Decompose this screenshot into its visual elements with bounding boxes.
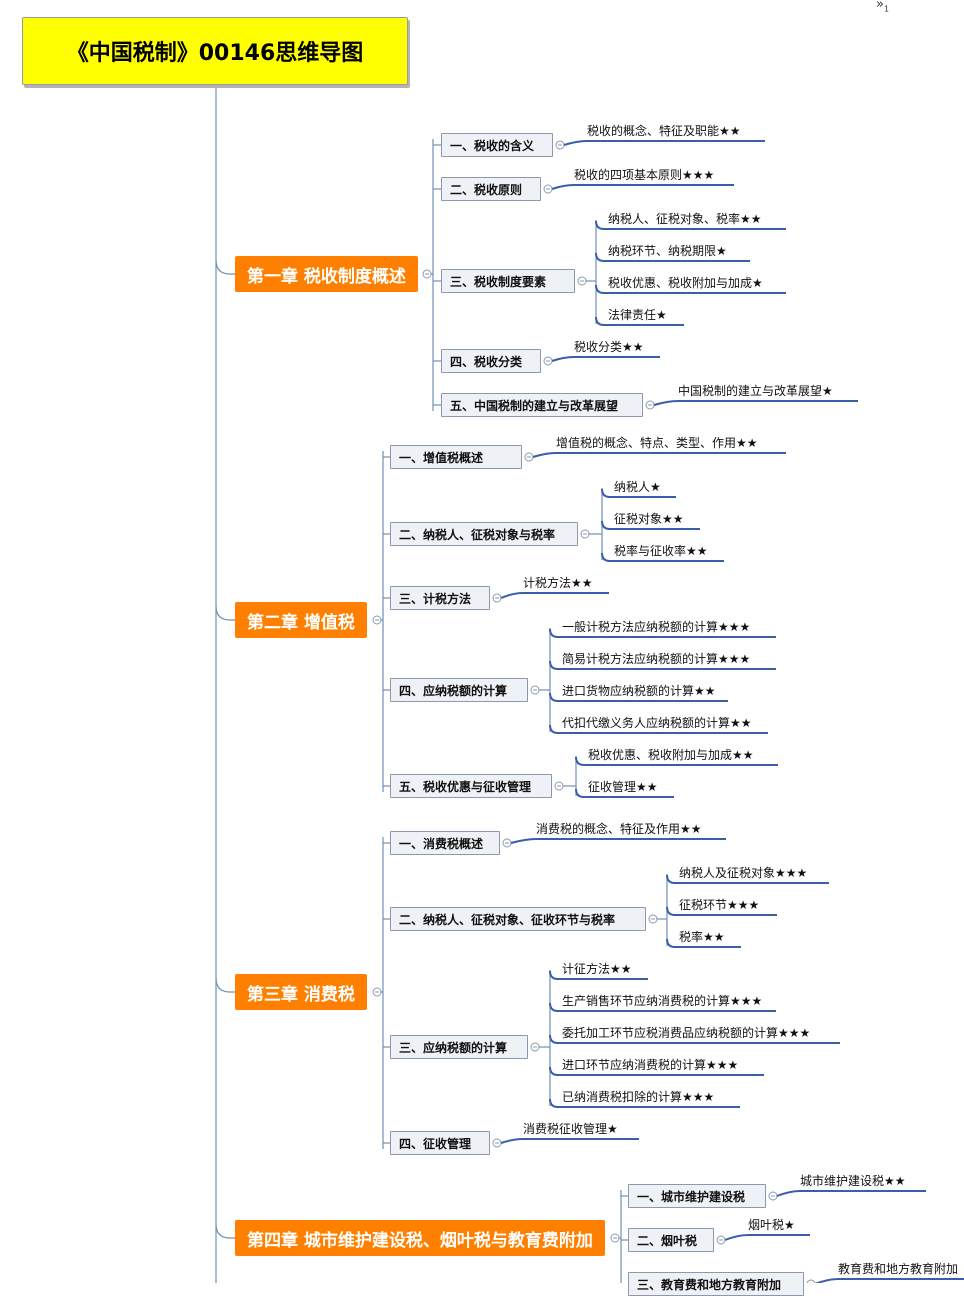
- leaf-underline: [549, 970, 648, 980]
- topic-leaf[interactable]: 计税方法★★: [523, 576, 593, 590]
- section-node[interactable]: 三、税收制度要素: [441, 269, 575, 293]
- leaf-underline: [549, 660, 776, 670]
- topic-leaf[interactable]: 纳税人、征税对象、税率★★: [608, 212, 762, 226]
- leaf-underline: [595, 220, 786, 230]
- chapter-connector: [215, 259, 235, 275]
- leaf-underline: [549, 1066, 764, 1076]
- topic-leaf[interactable]: 税收分类★★: [574, 340, 644, 354]
- topic-leaf[interactable]: 纳税人及征税对象★★★: [679, 866, 808, 880]
- chapter-connector: [215, 977, 235, 993]
- section-node[interactable]: 五、税收优惠与征收管理: [390, 774, 552, 798]
- topic-leaf[interactable]: 征收管理★★: [588, 780, 658, 794]
- topic-leaf[interactable]: 消费税征收管理★: [523, 1122, 618, 1136]
- topic-leaf[interactable]: 税收优惠、税收附加与加成★: [608, 276, 763, 290]
- section-node[interactable]: 一、税收的含义: [441, 133, 553, 157]
- leaf-underline: [549, 692, 728, 702]
- section-node[interactable]: 二、纳税人、征税对象、征收环节与税率: [390, 907, 646, 931]
- topic-leaf[interactable]: 征税对象★★: [614, 512, 684, 526]
- topic-leaf[interactable]: 法律责任★: [608, 308, 667, 322]
- collapse-icon[interactable]: [806, 1279, 816, 1283]
- leaf-underline: [666, 874, 829, 884]
- chapter-node[interactable]: 第二章 增值税: [235, 602, 367, 638]
- leaf-underline: [595, 316, 684, 326]
- leaf-underline: [724, 1234, 810, 1241]
- leaf-underline: [575, 756, 778, 766]
- topic-leaf[interactable]: 生产销售环节应纳消费税的计算★★★: [562, 994, 763, 1008]
- topic-leaf[interactable]: 中国税制的建立与改革展望★: [678, 384, 833, 398]
- expand-count: 1: [883, 4, 890, 14]
- topic-leaf[interactable]: 税收的概念、特征及职能★★: [587, 124, 741, 138]
- topic-leaf[interactable]: 税收的四项基本原则★★★: [574, 168, 715, 182]
- leaf-underline: [549, 1002, 776, 1012]
- section-node[interactable]: 五、中国税制的建立与改革展望: [441, 393, 643, 417]
- section-node[interactable]: 一、城市维护建设税: [628, 1184, 766, 1208]
- section-node[interactable]: 二、烟叶税: [628, 1228, 714, 1252]
- leaf-underline: [510, 838, 726, 844]
- topic-leaf[interactable]: 城市维护建设税★★: [800, 1174, 906, 1188]
- topic-leaf[interactable]: 一般计税方法应纳税额的计算★★★: [562, 620, 751, 634]
- topic-leaf[interactable]: 税率★★: [679, 930, 725, 944]
- expand-indicator[interactable]: »1: [876, 0, 889, 14]
- topic-leaf[interactable]: 纳税环节、纳税期限★: [608, 244, 727, 258]
- section-node[interactable]: 三、计税方法: [390, 586, 490, 610]
- leaf-underline: [776, 1190, 926, 1197]
- leaf-underline: [551, 184, 734, 190]
- leaf-underline: [549, 724, 768, 734]
- leaf-underline: [500, 1138, 639, 1144]
- topic-leaf[interactable]: 代扣代缴义务人应纳税额的计算★★: [562, 716, 752, 730]
- leaf-underline: [549, 1034, 840, 1044]
- section-node[interactable]: 二、纳税人、征税对象与税率: [390, 522, 578, 546]
- section-node[interactable]: 四、税收分类: [441, 349, 541, 373]
- chapter-node[interactable]: 第四章 城市维护建设税、烟叶税与教育费附加: [235, 1220, 605, 1256]
- leaf-underline: [666, 906, 777, 916]
- topic-leaf[interactable]: 消费税的概念、特征及作用★★: [536, 822, 702, 836]
- topic-leaf[interactable]: 进口货物应纳税额的计算★★: [562, 684, 716, 698]
- topic-leaf[interactable]: 税收优惠、税收附加与加成★★: [588, 748, 754, 762]
- topic-leaf[interactable]: 简易计税方法应纳税额的计算★★★: [562, 652, 751, 666]
- leaf-underline: [575, 788, 674, 798]
- chapter-connector: [215, 1223, 235, 1239]
- topic-leaf[interactable]: 税率与征收率★★: [614, 544, 708, 558]
- leaf-underline: [595, 252, 750, 262]
- leaf-underline: [601, 552, 724, 562]
- section-node[interactable]: 一、消费税概述: [390, 831, 500, 855]
- topic-leaf[interactable]: 委托加工环节应税消费品应纳税额的计算★★★: [562, 1026, 811, 1040]
- root-title[interactable]: 《中国税制》00146思维导图: [22, 17, 408, 85]
- leaf-underline: [500, 592, 609, 599]
- chapter-node[interactable]: 第一章 税收制度概述: [235, 256, 418, 292]
- section-node[interactable]: 一、增值税概述: [390, 445, 522, 469]
- leaf-underline: [551, 356, 660, 362]
- leaf-underline: [532, 452, 786, 458]
- topic-leaf[interactable]: 纳税人★: [614, 480, 661, 494]
- topic-leaf[interactable]: 教育费和地方教育附加: [838, 1262, 959, 1276]
- leaf-underline: [563, 140, 765, 146]
- leaf-underline: [666, 938, 741, 948]
- topic-leaf[interactable]: 已纳消费税扣除的计算★★★: [562, 1090, 715, 1104]
- expand-arrow-icon: »: [876, 0, 884, 12]
- chapter-connector: [215, 605, 235, 621]
- section-node[interactable]: 四、应纳税额的计算: [390, 678, 528, 702]
- topic-leaf[interactable]: 征税环节★★★: [679, 898, 760, 912]
- leaf-underline: [653, 400, 858, 406]
- section-node[interactable]: 三、应纳税额的计算: [390, 1035, 528, 1059]
- topic-leaf[interactable]: 计征方法★★: [562, 962, 632, 976]
- leaf-underline: [549, 1098, 740, 1108]
- section-node[interactable]: 三、教育费和地方教育附加: [628, 1272, 804, 1296]
- leaf-underline: [595, 284, 786, 294]
- leaf-underline: [601, 520, 700, 530]
- section-node[interactable]: 二、税收原则: [441, 177, 541, 201]
- topic-leaf[interactable]: 烟叶税★: [748, 1218, 795, 1232]
- section-node[interactable]: 四、征收管理: [390, 1131, 490, 1155]
- leaf-underline: [814, 1278, 964, 1283]
- chapter-node[interactable]: 第三章 消费税: [235, 974, 367, 1010]
- leaf-underline: [601, 488, 676, 498]
- topic-leaf[interactable]: 增值税的概念、特点、类型、作用★★: [556, 436, 758, 450]
- leaf-underline: [549, 628, 776, 638]
- topic-leaf[interactable]: 进口环节应纳消费税的计算★★★: [562, 1058, 739, 1072]
